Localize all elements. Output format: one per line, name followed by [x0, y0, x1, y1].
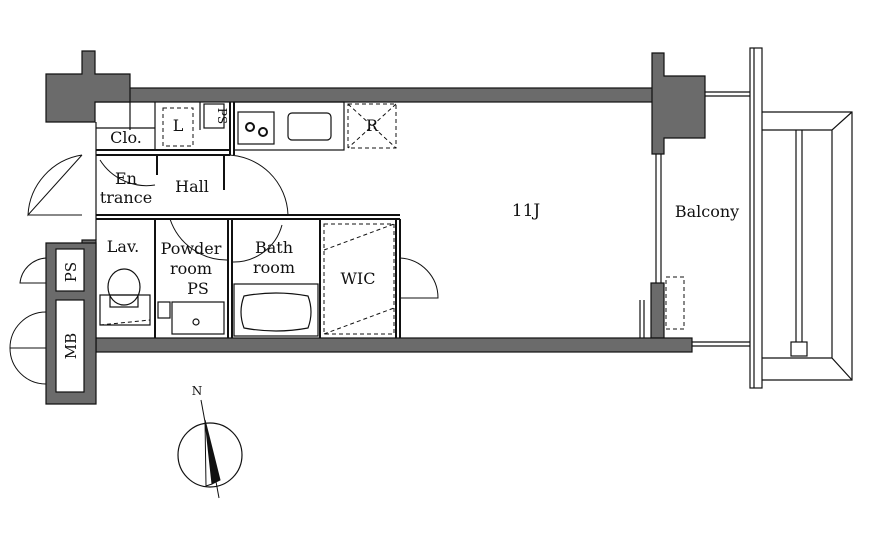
bathtub-inner: [240, 292, 312, 332]
ps-box: [55, 248, 85, 292]
label-entrance-2: trance: [100, 188, 152, 207]
label-ps-top: PS: [215, 108, 229, 124]
kitchen-counter: [233, 101, 345, 151]
ps-top-box: [203, 103, 225, 129]
exterior-walls: [45, 50, 706, 405]
bottom-wall: [81, 337, 693, 353]
balcony-railing: [749, 47, 763, 389]
toilet-tank: [109, 294, 139, 308]
doors: [9, 154, 439, 385]
outdoor-unit: [665, 276, 685, 330]
compass-ring: [177, 422, 243, 488]
kitchen: [233, 101, 397, 151]
room-labels: Clo. L PS R En trance Hall 11J Balcony L…: [62, 108, 739, 359]
mb-door-lower: [9, 347, 47, 385]
label-wic: WIC: [340, 269, 375, 288]
label-lavatory: Lav.: [107, 237, 139, 256]
powder-room-door: [169, 218, 229, 261]
hall-door: [225, 154, 289, 216]
column-right-lower: [650, 282, 665, 339]
balcony-inner: [762, 111, 853, 381]
compass: N: [177, 384, 243, 499]
label-closet: Clo.: [110, 128, 142, 147]
label-ps-outside: PS: [62, 262, 80, 282]
burner-1: [245, 122, 255, 132]
toilet: [107, 268, 141, 306]
column-top-right: [651, 52, 706, 155]
windows: [639, 154, 685, 338]
label-ps-powder: PS: [187, 279, 209, 298]
label-main-room: 11J: [512, 201, 541, 221]
balcony-outer: [762, 111, 853, 381]
label-bath-room-1: Bath: [255, 238, 293, 257]
kitchen-sink: [287, 112, 332, 141]
refrigerator-space: [347, 103, 397, 149]
laundry-space: [162, 107, 194, 147]
bathtub-outer: [233, 283, 319, 337]
column-top-left: [45, 50, 131, 123]
label-refrigerator: R: [366, 116, 379, 135]
label-meter-box: MB: [62, 333, 80, 359]
ps-powder-box: [157, 301, 171, 319]
label-hall: Hall: [175, 177, 209, 196]
top-wall: [94, 87, 661, 103]
label-powder-room-1: Powder: [161, 239, 222, 258]
compass-north-label: N: [192, 384, 203, 398]
wash-basin: [171, 301, 225, 335]
fixtures: [99, 223, 395, 337]
entrance-door: [27, 154, 83, 217]
stove: [237, 111, 275, 145]
label-balcony: Balcony: [675, 202, 739, 221]
mb-box: [55, 299, 85, 393]
label-powder-room-2: room: [170, 259, 212, 278]
ps-door: [19, 257, 47, 284]
bath-door: [231, 224, 283, 263]
mb-door-upper: [9, 311, 47, 349]
wic-shelving: [323, 223, 395, 335]
label-laundry: L: [173, 116, 184, 135]
wic-door: [399, 257, 439, 299]
label-bath-room-2: room: [253, 258, 295, 277]
label-entrance-1: En: [115, 169, 137, 188]
burner-2: [258, 127, 268, 137]
balcony: [692, 47, 853, 389]
closet-door: [99, 159, 156, 187]
